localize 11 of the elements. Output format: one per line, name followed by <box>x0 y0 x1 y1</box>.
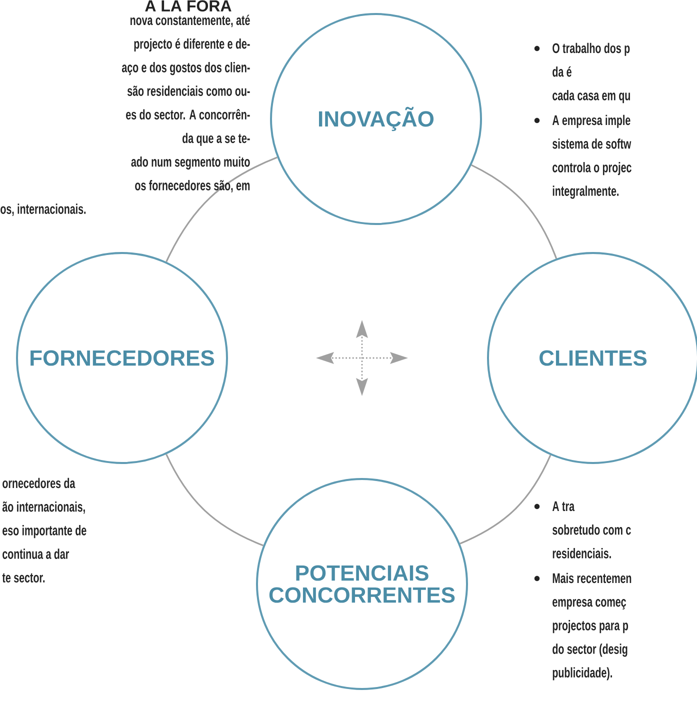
bullet-item: A tra sobretudo com c residenciais. <box>534 501 631 558</box>
connector-arc <box>460 454 552 544</box>
bullet-item: A empresa imple sistema de softw controla o projec integralmente. <box>534 114 632 199</box>
paragraph: nova constantemente, até projecto é diferente e de- aço e dos gostos dos clien- são residenciais como ou- es do sector. A concorrên- da que a se te- ado num segmento muito os fornecedores são, em os, internacionais. <box>0 14 250 216</box>
connector-arc <box>166 454 264 546</box>
connector-arc <box>471 164 558 259</box>
paragraph: ornecedores da ão internacionais, eso importante de continua a dar te sector. <box>2 478 86 583</box>
connector-arc <box>166 156 278 262</box>
bullet-item: O trabalho dos p da é cada casa em qu <box>534 42 630 104</box>
bullet-item: Mais recentemen empresa começ projectos para p do sector (desig publicidade). <box>534 572 632 680</box>
title: A LA FORA <box>145 0 232 12</box>
